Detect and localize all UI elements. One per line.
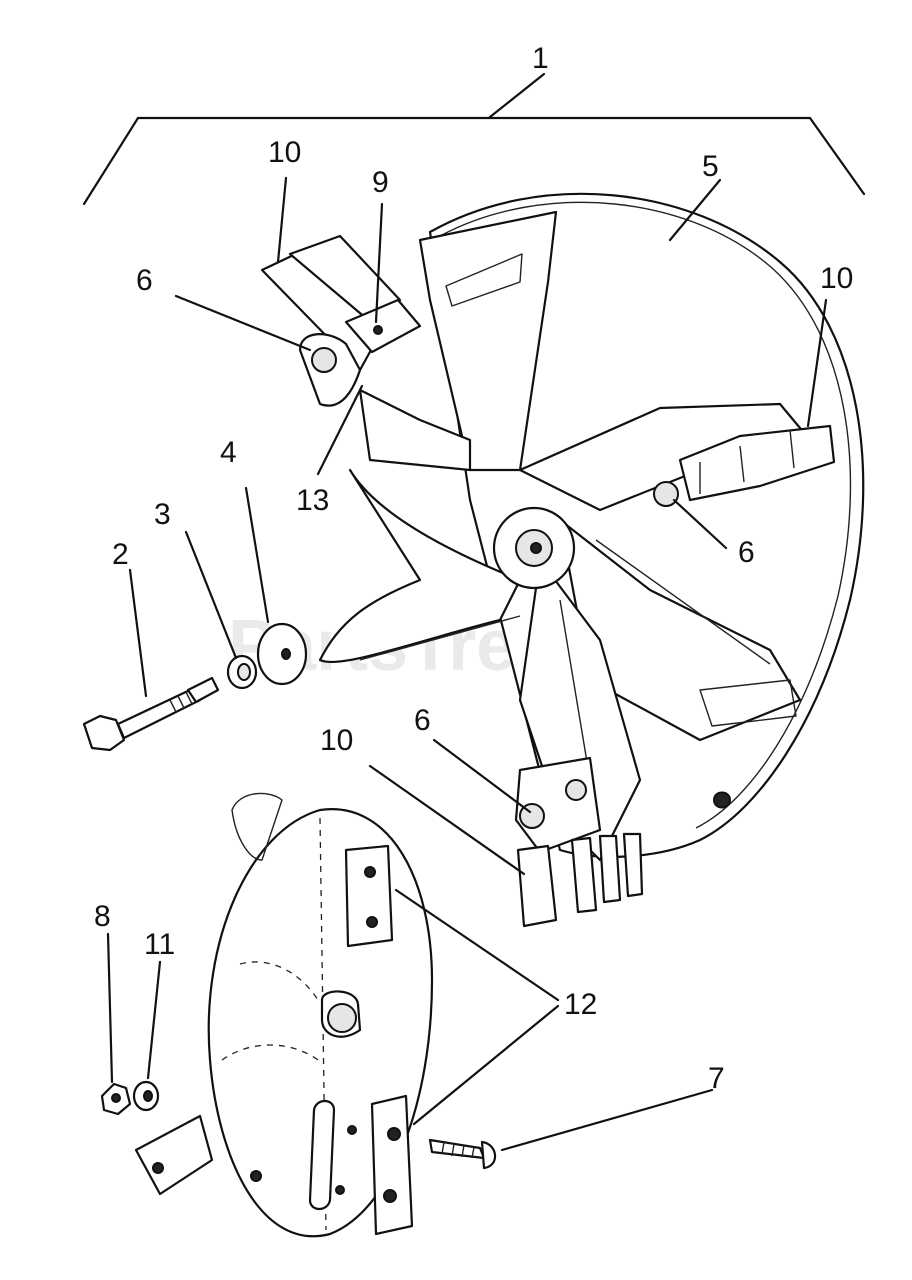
callout-10-lower: 10	[320, 724, 353, 757]
leader-lines	[106, 176, 828, 1152]
callout-12: 12	[564, 988, 597, 1021]
callout-3: 3	[154, 498, 171, 531]
callout-4: 4	[220, 436, 237, 469]
upper-left-blade-mount	[260, 234, 472, 472]
callout-7: 7	[708, 1062, 725, 1095]
hex-nut	[100, 1082, 132, 1116]
callout-labels: 1 2 3 4 5 6 6 6 7 8 9 10 10 10 11 12 13	[94, 42, 853, 1095]
callout-8: 8	[94, 900, 111, 933]
callout-13: 13	[296, 484, 329, 517]
flat-washer	[256, 622, 308, 686]
callout-1: 1	[532, 42, 549, 75]
assembly-bracket	[82, 72, 866, 206]
callout-10-upper-left: 10	[268, 136, 301, 169]
callout-11: 11	[144, 928, 175, 961]
small-washer	[132, 1080, 160, 1112]
lock-washer	[226, 654, 258, 690]
callout-6-right: 6	[738, 536, 755, 569]
callout-6-lower: 6	[414, 704, 431, 737]
callout-6-upper-left: 6	[136, 264, 153, 297]
right-blade-mount	[653, 424, 836, 507]
callout-5: 5	[702, 150, 719, 183]
carriage-screw	[428, 1138, 497, 1170]
callout-9: 9	[372, 166, 389, 199]
callout-2: 2	[112, 538, 129, 571]
callout-10-right: 10	[820, 262, 853, 295]
hub-bolt	[82, 676, 220, 752]
front-disc-plate	[134, 792, 434, 1238]
